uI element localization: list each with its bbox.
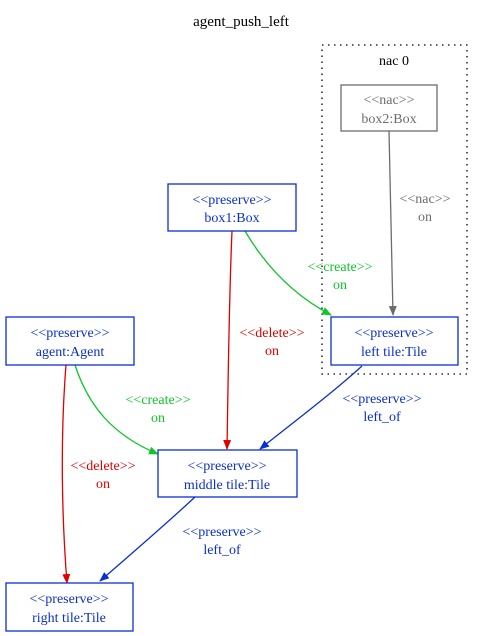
node-agent: <<preserve>> agent:Agent [5, 316, 135, 366]
edges: <<nac>> on <<create>> on <<delete>> on <… [61, 130, 451, 584]
edge-agent-to-right-tile [61, 364, 71, 584]
node-middle-tile: <<preserve>> middle tile:Tile [157, 449, 298, 498]
node-right-tile: <<preserve>> right tile:Tile [5, 582, 134, 632]
node-box2-stereotype: <<nac>> [363, 93, 414, 108]
node-left-tile-name: left tile:Tile [361, 345, 427, 360]
edge-box2-left-label: on [418, 210, 432, 225]
node-agent-stereotype: <<preserve>> [31, 326, 110, 341]
edge-left-to-middle-tile [259, 365, 363, 450]
edge-agent-to-middle-tile [74, 364, 159, 455]
node-agent-name: agent:Agent [36, 345, 105, 360]
node-box2-name: box2:Box [361, 112, 416, 127]
node-box2: <<nac>> box2:Box [340, 84, 438, 132]
node-middle-tile-stereotype: <<preserve>> [188, 459, 267, 474]
edge-box1-left-label: on [333, 278, 347, 293]
node-right-tile-name: right tile:Tile [32, 611, 106, 626]
edge-agent-right-stereotype: <<delete>> [70, 459, 135, 474]
edge-box1-left-stereotype: <<create>> [308, 260, 373, 275]
edge-box1-middle-label: on [265, 344, 279, 359]
edge-middle-to-right-tile [99, 496, 196, 582]
nac-cluster-border [321, 44, 468, 375]
edge-left-middle-stereotype: <<preserve>> [343, 392, 422, 407]
edge-box1-to-middle-tile [223, 230, 233, 450]
edge-middle-right-stereotype: <<preserve>> [183, 525, 262, 540]
edge-box2-to-left-tile [388, 130, 397, 316]
edge-left-middle-label: left_of [363, 410, 401, 425]
node-left-tile: <<preserve>> left tile:Tile [330, 316, 459, 366]
edge-box1-to-left-tile [244, 230, 332, 316]
edge-middle-right-label: left_of [203, 543, 241, 558]
node-left-tile-stereotype: <<preserve>> [355, 326, 434, 341]
edge-agent-right-label: on [96, 477, 110, 492]
nac-cluster: nac 0 [321, 44, 468, 375]
node-box1-stereotype: <<preserve>> [193, 193, 272, 208]
nac-cluster-label: nac 0 [379, 54, 409, 69]
node-box1: <<preserve>> box1:Box [167, 183, 297, 232]
edge-agent-middle-stereotype: <<create>> [126, 393, 191, 408]
edge-agent-middle-label: on [151, 411, 165, 426]
node-middle-tile-name: middle tile:Tile [184, 478, 270, 493]
edge-box1-middle-stereotype: <<delete>> [239, 326, 304, 341]
node-box1-name: box1:Box [204, 211, 259, 226]
edge-box2-left-stereotype: <<nac>> [399, 192, 450, 207]
diagram-title: agent_push_left [193, 14, 290, 30]
node-right-tile-stereotype: <<preserve>> [30, 592, 109, 607]
